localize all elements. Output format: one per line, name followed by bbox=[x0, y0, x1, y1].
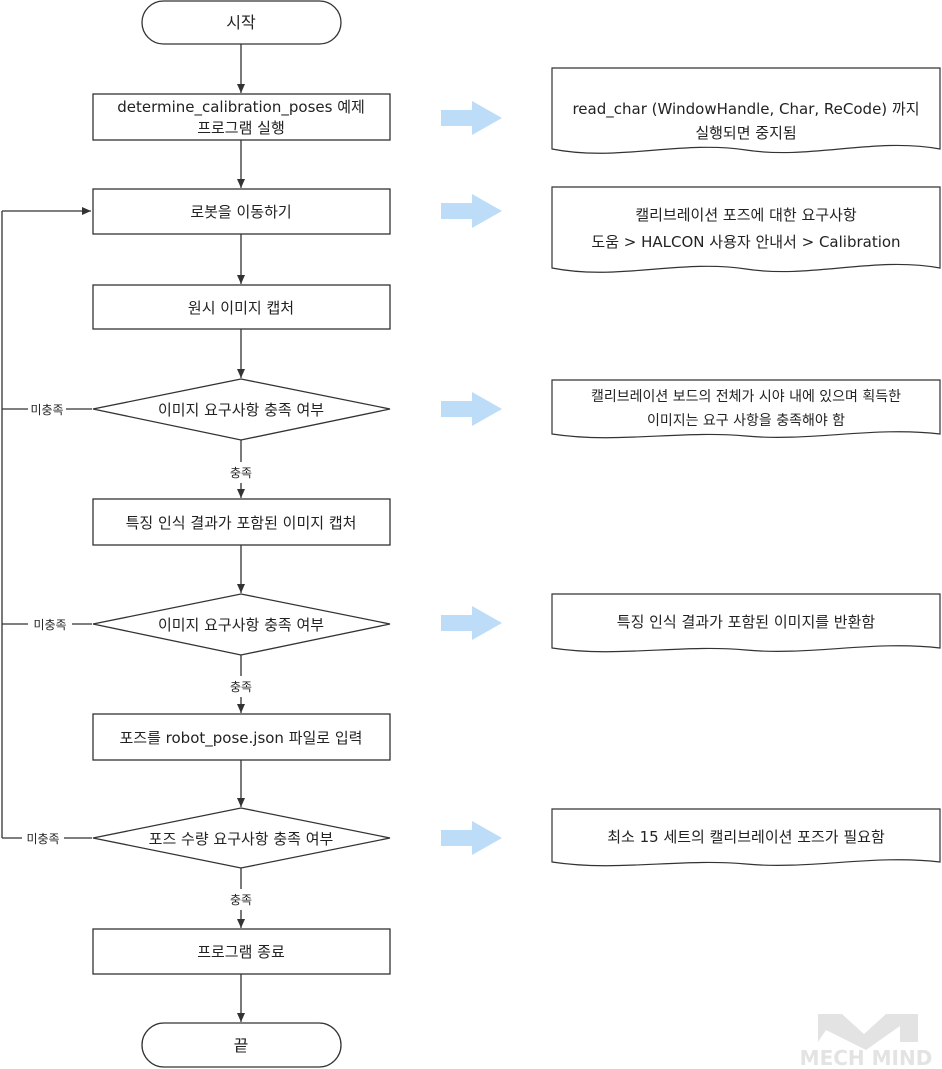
note-2 bbox=[551, 186, 941, 273]
start-node bbox=[141, 0, 342, 45]
note-1-line2: 실행되면 중지됨 bbox=[695, 124, 796, 142]
step-end-program-label: 프로그램 종료 bbox=[197, 943, 285, 961]
note-4-label: 특징 인식 결과가 포함된 이미지를 반환함 bbox=[617, 613, 876, 631]
yes-label-1: 충족 bbox=[230, 466, 252, 480]
step-capture-raw bbox=[92, 284, 391, 330]
hint-arrow-2 bbox=[441, 194, 502, 228]
step-capture-feature-label: 특징 인식 결과가 포함된 이미지 캡처 bbox=[126, 514, 357, 532]
note-2-line1: 캘리브레이션 포즈에 대한 요구사항 bbox=[635, 206, 857, 224]
step-move-robot-label: 로봇을 이동하기 bbox=[190, 203, 291, 221]
decision-image-check-1-label: 이미지 요구사항 충족 여부 bbox=[158, 401, 324, 419]
note-1-line1: read_char (WindowHandle, Char, ReCode) 까… bbox=[572, 100, 919, 119]
yes-label-2: 충족 bbox=[230, 680, 252, 694]
decision-pose-count bbox=[92, 807, 391, 869]
step-move-robot bbox=[92, 188, 391, 235]
mech-mind-logo: MECH MIND bbox=[800, 1014, 933, 1069]
note-3 bbox=[551, 379, 941, 439]
note-3-line1: 캘리브레이션 보드의 전체가 시야 내에 있으며 획득한 bbox=[591, 389, 901, 405]
step-run-program bbox=[92, 93, 391, 141]
yes-label-3: 충족 bbox=[230, 893, 252, 907]
hint-arrow-3 bbox=[441, 392, 502, 426]
note-1 bbox=[551, 67, 941, 154]
no-label-1: 미충족 bbox=[30, 403, 63, 417]
decision-image-check-2 bbox=[92, 593, 391, 656]
decision-pose-count-label: 포즈 수량 요구사항 충족 여부 bbox=[149, 830, 334, 848]
decision-image-check-1 bbox=[92, 378, 391, 441]
hint-arrow-5 bbox=[441, 821, 502, 855]
end-node bbox=[141, 1022, 342, 1068]
step-run-program-line2: 프로그램 실행 bbox=[197, 119, 285, 137]
step-input-pose bbox=[92, 713, 391, 761]
step-end-program bbox=[92, 928, 391, 975]
step-input-pose-label: 포즈를 robot_pose.json 파일로 입력 bbox=[120, 729, 363, 748]
step-capture-raw-label: 원시 이미지 캡처 bbox=[188, 299, 294, 317]
end-label: 끝 bbox=[234, 1036, 249, 1055]
note-5 bbox=[551, 808, 941, 867]
hint-arrow-1 bbox=[441, 101, 502, 135]
hint-arrow-4 bbox=[441, 606, 502, 640]
note-3-line2: 이미지는 요구 사항을 충족해야 함 bbox=[647, 413, 845, 429]
note-4 bbox=[551, 593, 941, 653]
note-5-label: 최소 15 세트의 캘리브레이션 포즈가 필요함 bbox=[607, 828, 885, 846]
start-label: 시작 bbox=[226, 13, 256, 32]
decision-image-check-2-label: 이미지 요구사항 충족 여부 bbox=[158, 616, 324, 634]
no-label-2: 미충족 bbox=[33, 618, 66, 632]
note-2-line2: 도움 > HALCON 사용자 안내서 > Calibration bbox=[591, 233, 900, 251]
no-label-3: 미충족 bbox=[26, 832, 59, 846]
step-capture-feature bbox=[92, 498, 391, 546]
step-run-program-line1: determine_calibration_poses 예제 bbox=[117, 98, 365, 117]
watermark-text: MECH MIND bbox=[800, 1046, 933, 1069]
